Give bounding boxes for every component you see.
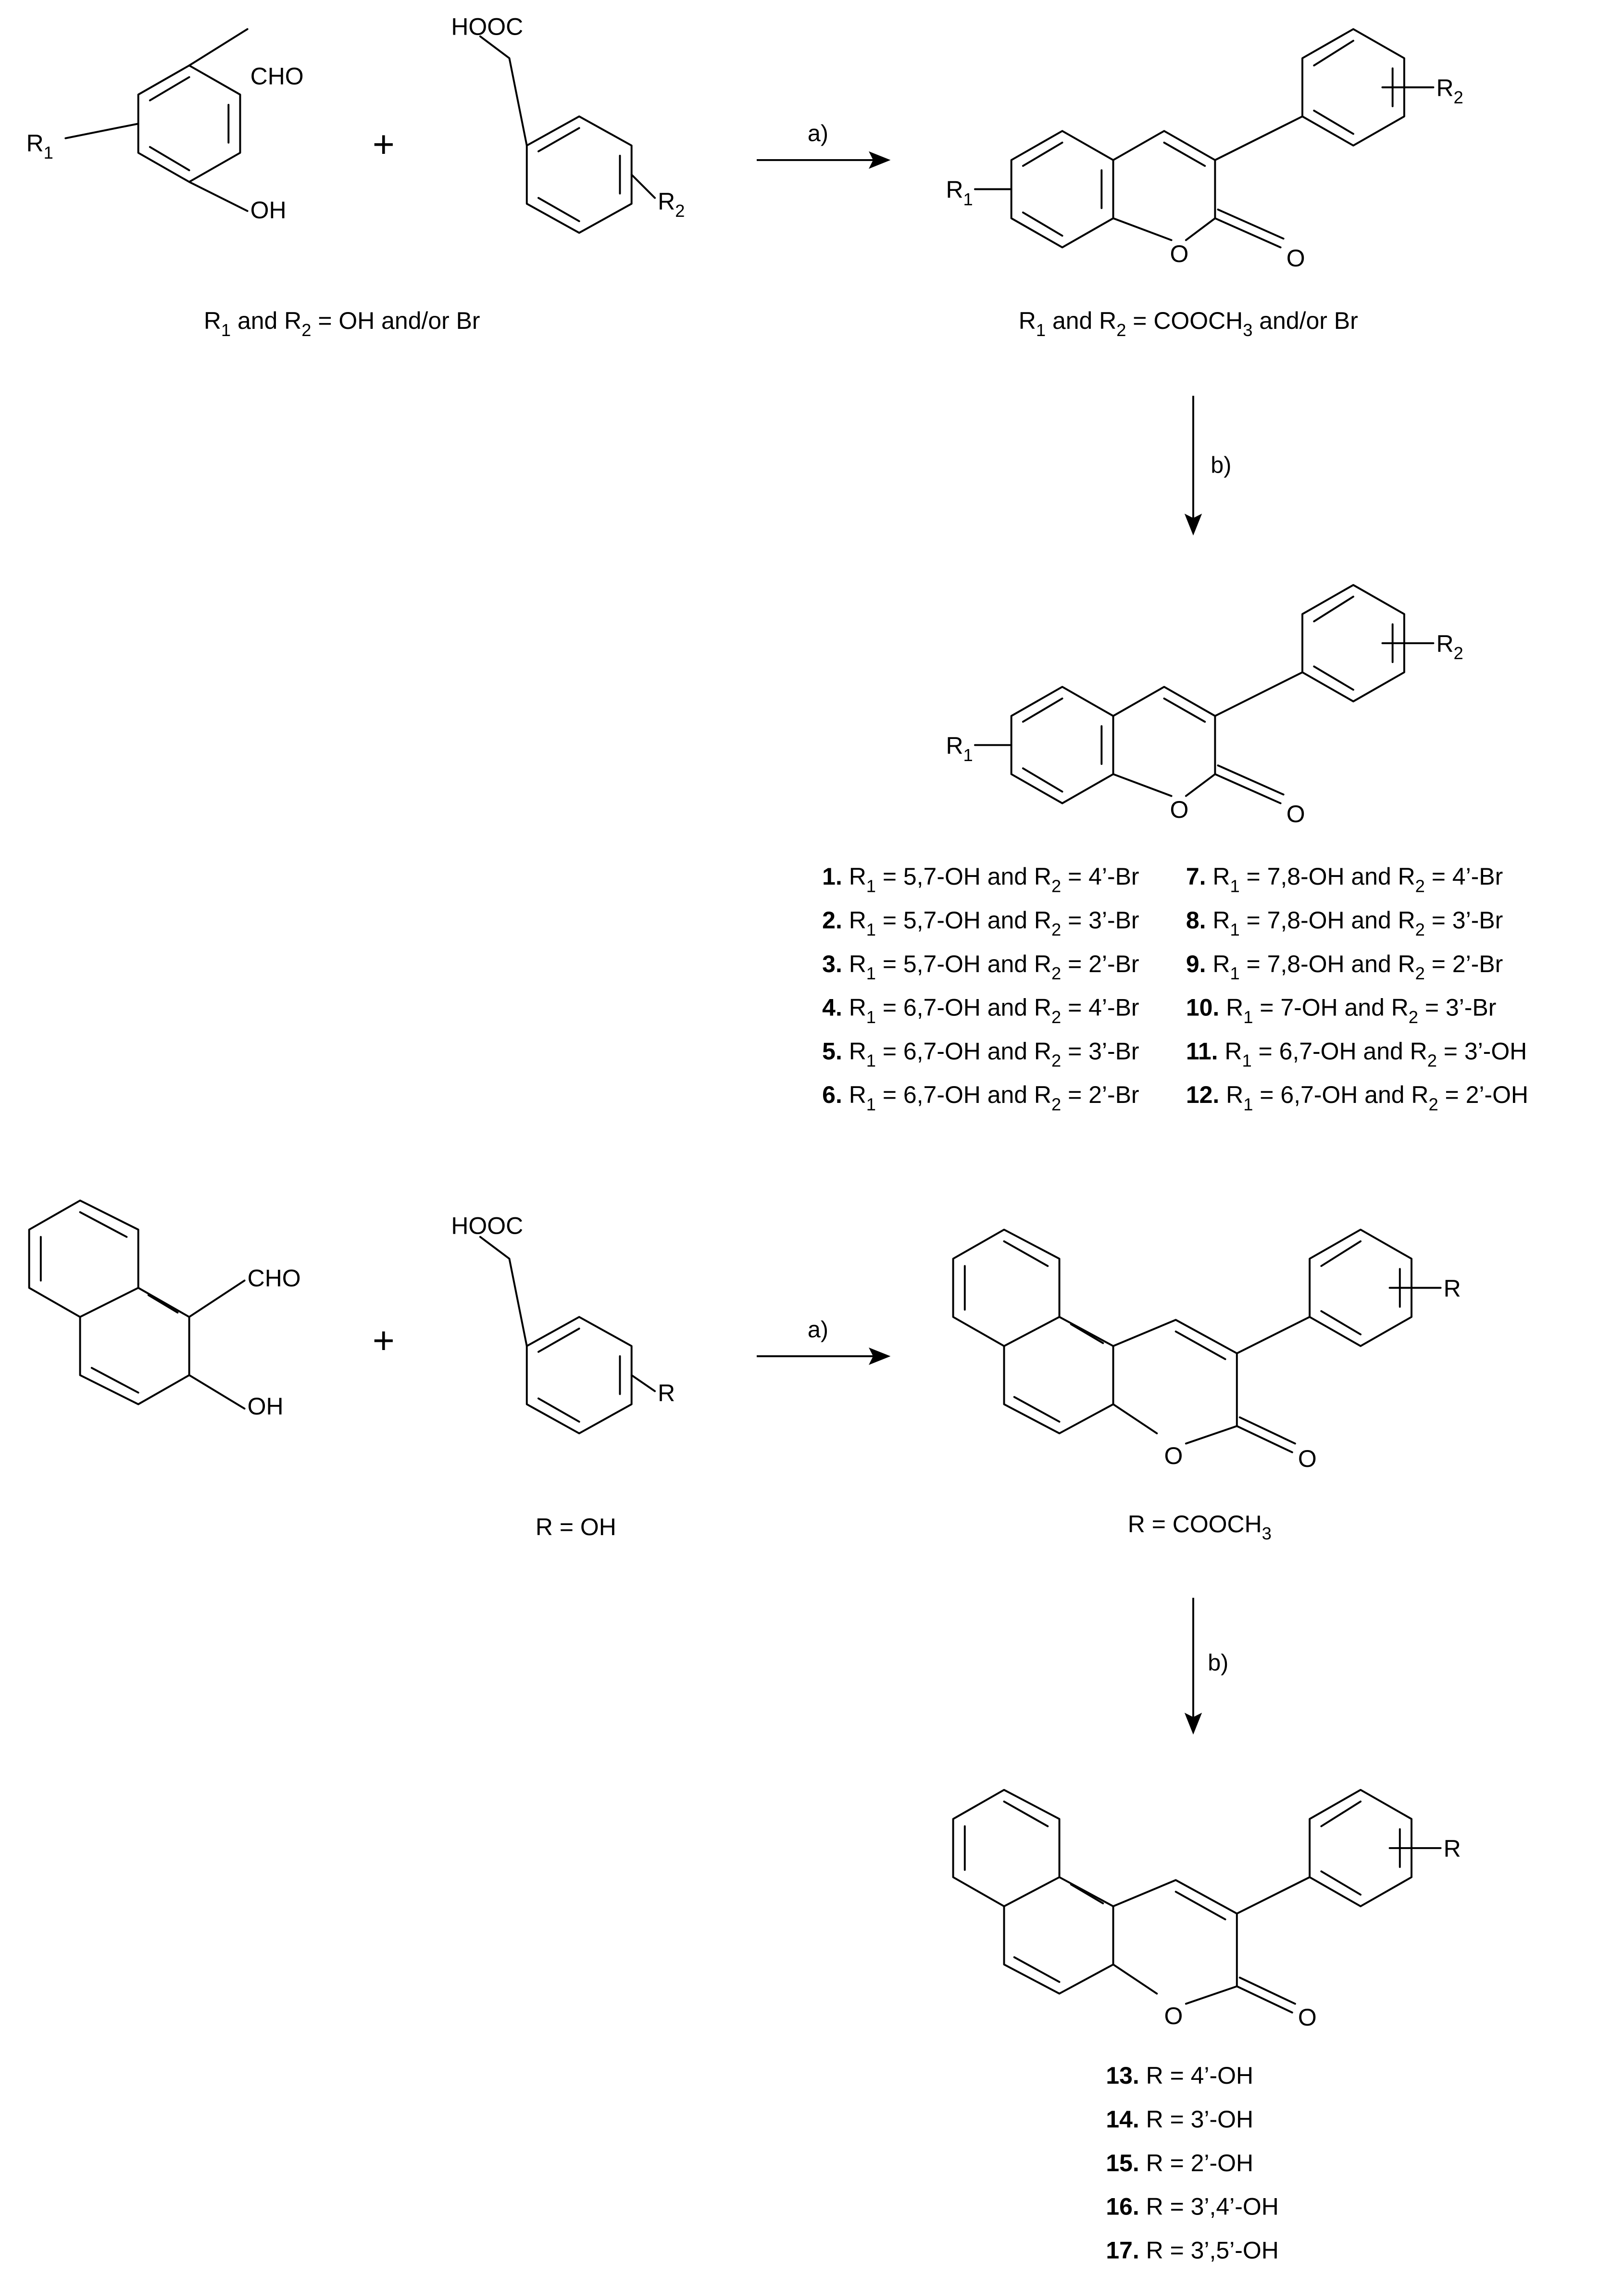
reaction-arrow-a: a) (756, 121, 891, 169)
cho-label: CHO (248, 1265, 301, 1292)
ring-oxygen-label: O (1164, 1442, 1183, 1469)
plus-sign: + (373, 123, 395, 165)
r1-label: R1 (946, 732, 973, 765)
intermediate-substituent-note: R = COOCH3 (1128, 1511, 1272, 1543)
r-label: R (1444, 1275, 1461, 1302)
phenylacetic-acid-structure: HOOC R2 (451, 13, 685, 234)
r-label: R (658, 1380, 675, 1407)
hooc-label: HOOC (451, 13, 523, 40)
compound-entry: 12. R1 = 6,7-OH and R2 = 2’-OH (1186, 1081, 1528, 1114)
product-coumarin-structure: O O R1 R2 (946, 584, 1463, 827)
compound-entry: 5. R1 = 6,7-OH and R2 = 3’-Br (822, 1038, 1139, 1070)
compound-entry: 16. R = 3’,4’-OH (1106, 2193, 1278, 2220)
hydroxynaphthaldehyde-structure: CHO OH (28, 1200, 301, 1420)
compound-entry: 11. R1 = 6,7-OH and R2 = 3’-OH (1186, 1038, 1527, 1070)
compound-entry: 3. R1 = 5,7-OH and R2 = 2’-Br (822, 951, 1139, 983)
scheme-2: CHO OH + HOOC R R = OH a) (28, 1200, 1461, 2264)
condition-b-label: b) (1211, 452, 1231, 478)
compound-entry: 4. R1 = 6,7-OH and R2 = 4’-Br (822, 994, 1139, 1027)
oh-label: OH (250, 197, 287, 224)
compound-list-1-6: 1. R1 = 5,7-OH and R2 = 4’-Br 2. R1 = 5,7… (822, 863, 1139, 1114)
compound-entry: 2. R1 = 5,7-OH and R2 = 3’-Br (822, 907, 1139, 939)
carbonyl-oxygen-label: O (1287, 245, 1305, 272)
compound-list-7-12: 7. R1 = 7,8-OH and R2 = 4’-Br 8. R1 = 7,8… (1186, 863, 1528, 1114)
compound-entry: 15. R = 2’-OH (1106, 2150, 1253, 2176)
compound-entry: 17. R = 3’,5’-OH (1106, 2237, 1278, 2264)
ring-oxygen-label: O (1170, 796, 1189, 823)
carbonyl-oxygen-label: O (1287, 801, 1305, 827)
r-label: R (1444, 1835, 1461, 1862)
condition-a-label: a) (808, 121, 828, 147)
carbonyl-oxygen-label: O (1298, 2004, 1317, 2031)
compound-entry: 6. R1 = 6,7-OH and R2 = 2’-Br (822, 1081, 1139, 1114)
oh-label: OH (248, 1393, 284, 1420)
scheme-1: CHO OH R1 + HOOC R2 R1 and R2 = OH and/o… (26, 13, 1528, 1114)
compound-entry: 9. R1 = 7,8-OH and R2 = 2’-Br (1186, 951, 1503, 983)
salicylaldehyde-structure: CHO OH R1 (26, 28, 304, 224)
r2-label: R2 (1436, 630, 1463, 663)
ring-oxygen-label: O (1164, 2002, 1183, 2029)
compound-entry: 1. R1 = 5,7-OH and R2 = 4’-Br (822, 863, 1139, 896)
r2-label: R2 (658, 188, 685, 221)
hydroxyphenylacetic-acid-structure: HOOC R (451, 1213, 675, 1435)
reaction-arrow-a: a) (756, 1317, 891, 1365)
condition-b-label: b) (1208, 1650, 1228, 1676)
carbonyl-oxygen-label: O (1298, 1445, 1317, 1472)
intermediate-benzocoumarin-structure: O O R (952, 1228, 1461, 1472)
plus-sign: + (373, 1319, 395, 1362)
reaction-arrow-b: b) (1184, 396, 1231, 536)
compound-entry: 10. R1 = 7-OH and R2 = 3’-Br (1186, 994, 1497, 1027)
compound-entry: 14. R = 3’-OH (1106, 2106, 1253, 2133)
r1-label: R1 (26, 130, 53, 163)
compound-entry: 7. R1 = 7,8-OH and R2 = 4’-Br (1186, 863, 1503, 896)
reaction-arrow-b: b) (1184, 1598, 1228, 1735)
cho-label: CHO (250, 63, 304, 90)
compound-entry: 13. R = 4’-OH (1106, 2062, 1253, 2089)
product-benzocoumarin-structure: O O R (952, 1789, 1461, 2031)
compound-entry: 8. R1 = 7,8-OH and R2 = 3’-Br (1186, 907, 1503, 939)
r1-label: R1 (946, 176, 973, 209)
reactants-substituent-note: R1 and R2 = OH and/or Br (204, 307, 480, 340)
ring-oxygen-label: O (1170, 240, 1189, 267)
hooc-label: HOOC (451, 1213, 523, 1239)
r2-label: R2 (1436, 75, 1463, 107)
condition-a-label: a) (808, 1317, 828, 1343)
compound-list-13-17: 13. R = 4’-OH 14. R = 3’-OH 15. R = 2’-OH 1… (1106, 2062, 1278, 2264)
reactants-substituent-note: R = OH (536, 1513, 616, 1540)
intermediate-coumarin-structure: O O R1 R2 (946, 28, 1463, 272)
intermediate-substituent-note: R1 and R2 = COOCH3 and/or Br (1019, 307, 1358, 340)
